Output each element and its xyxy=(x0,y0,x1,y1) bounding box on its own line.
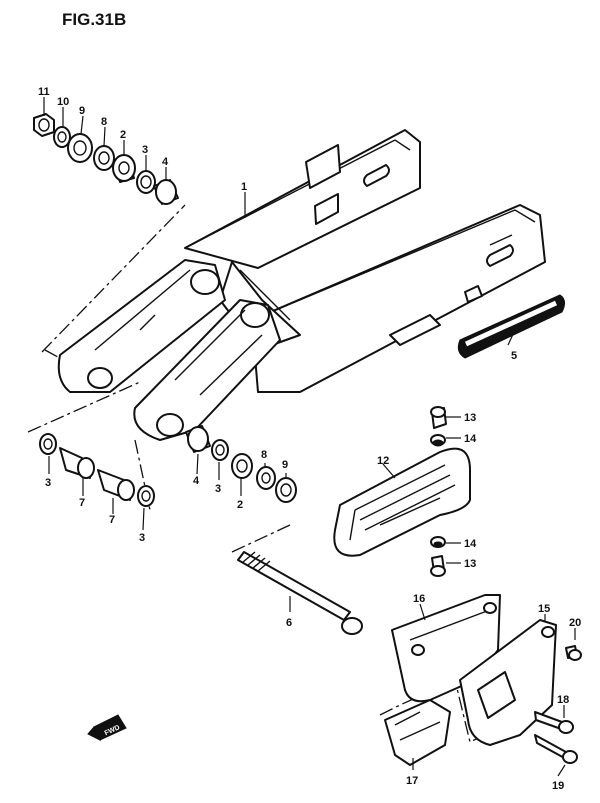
callout-13-upper: 13 xyxy=(464,412,476,424)
callout-7-left: 7 xyxy=(79,497,85,509)
callout-2: 2 xyxy=(120,129,126,141)
guide-bolt-short xyxy=(534,711,574,734)
callout-14-upper: 14 xyxy=(464,433,477,445)
washer-thin xyxy=(53,126,71,148)
slider-washer-lower xyxy=(430,536,446,548)
figure-title: FIG.31B xyxy=(62,10,126,29)
callout-3-mid: 3 xyxy=(215,483,221,495)
callout-16: 16 xyxy=(413,593,425,605)
pivot-hardware-upper xyxy=(33,113,179,205)
spacer-ring-lower xyxy=(256,466,276,490)
spacer-ring xyxy=(93,145,115,171)
pivot-axis-line-left xyxy=(41,204,186,353)
slider-bolt-lower xyxy=(430,555,446,577)
callout-6: 6 xyxy=(286,617,292,629)
oil-seal-lower xyxy=(211,439,229,461)
callout-12: 12 xyxy=(377,455,389,467)
callout-13-lower: 13 xyxy=(464,558,476,570)
callout-14-lower: 14 xyxy=(464,538,477,550)
guide-bolt-top xyxy=(565,645,582,661)
spacer-sleeve-b xyxy=(97,469,135,501)
callout-20: 20 xyxy=(569,617,581,629)
callout-8: 8 xyxy=(101,116,107,128)
callout-1: 1 xyxy=(241,181,247,193)
pivot-axis-line-lower xyxy=(27,381,141,433)
pivot-bolt xyxy=(237,551,363,635)
nut xyxy=(33,113,55,137)
callout-9: 9 xyxy=(79,105,85,117)
swingarm xyxy=(57,129,546,441)
pivot-hardware-lower xyxy=(39,425,297,507)
slider-bolt-upper xyxy=(430,406,447,429)
callout-19: 19 xyxy=(552,780,564,792)
collar xyxy=(112,154,136,183)
spacer-sleeve-a xyxy=(59,447,95,479)
callout-8-lower: 8 xyxy=(261,449,267,461)
chain-guide-plate xyxy=(459,619,557,746)
chain-guide-block xyxy=(384,699,451,766)
callout-3-lower: 3 xyxy=(139,532,145,544)
leader-lines xyxy=(43,97,576,777)
callout-11: 11 xyxy=(38,86,50,98)
callout-18: 18 xyxy=(557,694,569,706)
callout-15: 15 xyxy=(538,603,550,615)
callout-labels: 11 10 9 8 2 3 4 1 5 13 14 12 14 13 3 7 7… xyxy=(38,86,581,792)
needle-bearing-lower xyxy=(185,425,211,453)
callout-9-lower: 9 xyxy=(282,459,288,471)
oil-seal-left-a xyxy=(39,433,57,455)
slider-washer-upper xyxy=(430,434,446,447)
callout-17: 17 xyxy=(406,775,418,787)
needle-bearing xyxy=(153,179,179,205)
collar-lower xyxy=(231,453,253,479)
callout-3-left: 3 xyxy=(45,477,51,489)
callout-2-lower: 2 xyxy=(237,499,243,511)
guide-bolt-long xyxy=(534,734,578,764)
swingarm-decal xyxy=(457,294,566,359)
callout-3: 3 xyxy=(142,144,148,156)
oil-seal xyxy=(136,170,156,194)
callout-4: 4 xyxy=(162,156,169,168)
callout-10: 10 xyxy=(57,96,69,108)
pivot-bolt-axis-line xyxy=(231,524,291,553)
washer-thick xyxy=(67,133,93,163)
washer-thick-lower xyxy=(275,477,297,503)
forward-arrow-icon: FWD xyxy=(87,714,127,742)
callout-7-right: 7 xyxy=(109,514,115,526)
oil-seal-left-b xyxy=(137,485,155,507)
callout-5: 5 xyxy=(511,350,517,362)
chain-slider xyxy=(333,447,471,557)
callout-4-lower: 4 xyxy=(193,475,200,487)
